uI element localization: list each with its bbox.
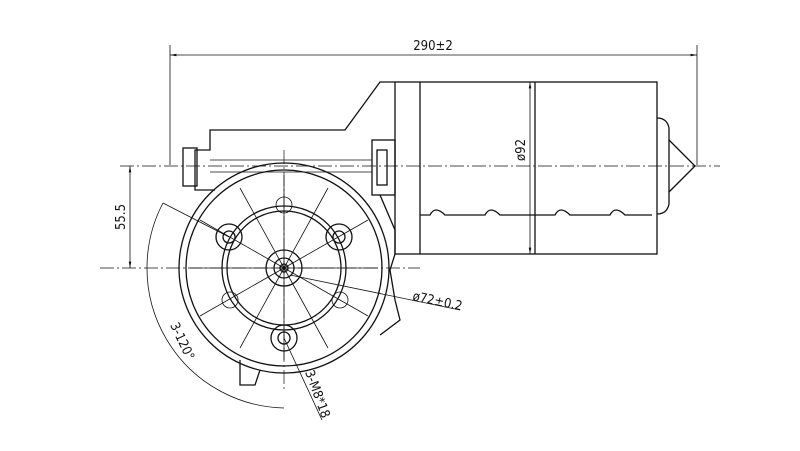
motor-diameter-dimension: ø92 [514, 82, 532, 254]
flange-diameter-label: ø72±0.2 [411, 289, 463, 314]
mounting-hole [325, 223, 353, 251]
mounting-hole [215, 223, 243, 251]
motor-body [394, 81, 696, 255]
gearbox-housing [182, 81, 401, 386]
tapped-hole [331, 291, 349, 309]
mount-threads-label: 3-M8*18 [301, 368, 332, 420]
offset-height-label: 55.5 [114, 204, 129, 230]
overall-length-dimension: 290±2 [169, 39, 698, 165]
flange-diameter-dimension: ø72±0.2 [289, 274, 464, 314]
gear-wheel [178, 162, 390, 374]
tapped-hole [275, 196, 293, 214]
motor-diameter-label: ø92 [514, 139, 529, 161]
mount-threads-dimension: 3-M8*18 [283, 337, 332, 420]
overall-length-label: 290±2 [413, 39, 453, 54]
offset-height-dimension: 55.5 [114, 166, 132, 268]
mounting-hole [270, 324, 298, 352]
mounting-holes [215, 196, 353, 352]
hole-angle-label: 3-120° [166, 320, 196, 362]
tapped-hole [221, 291, 239, 309]
